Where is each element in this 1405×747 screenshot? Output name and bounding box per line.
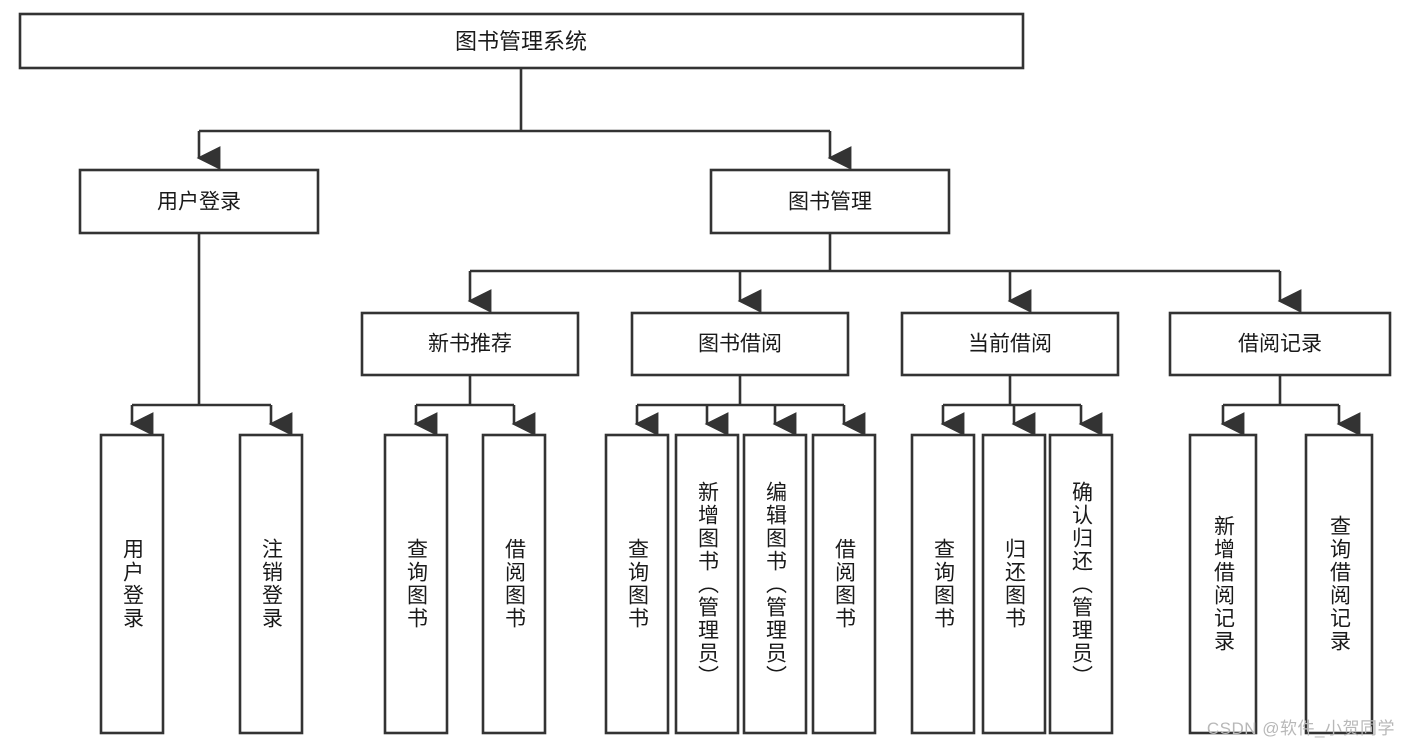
- node-root-label: 图书管理系统: [455, 29, 587, 54]
- node-user-login-label: 用户登录: [157, 191, 241, 214]
- leaf-box-query-book-2[interactable]: [604, 433, 670, 735]
- leaf-box-query-book-1[interactable]: [383, 433, 449, 735]
- leaf-box-return-book[interactable]: [981, 433, 1047, 735]
- leaf-box-logout[interactable]: [238, 433, 304, 735]
- leaf-box-query-record[interactable]: [1304, 433, 1374, 735]
- leaf-box-borrow-book-2[interactable]: [811, 433, 877, 735]
- leaf-box-borrow-book-1[interactable]: [481, 433, 547, 735]
- node-root-box[interactable]: [18, 12, 1025, 70]
- node-current-borrow-box[interactable]: [900, 311, 1120, 377]
- node-new-book-recommend-box[interactable]: [360, 311, 580, 377]
- node-new-book-recommend-label: 新书推荐: [428, 333, 512, 356]
- node-book-borrow-box[interactable]: [630, 311, 850, 377]
- leaf-box-add-book[interactable]: [674, 433, 740, 735]
- watermark-text: CSDN @软件_小贺同学: [1206, 719, 1395, 738]
- node-new-book-recommend[interactable]: 新书推荐: [360, 311, 580, 377]
- node-book-borrow[interactable]: 图书借阅: [630, 311, 850, 377]
- node-borrow-record-label: 借阅记录: [1238, 333, 1322, 356]
- node-book-manage-box[interactable]: [709, 168, 951, 235]
- node-book-manage[interactable]: 图书管理: [709, 168, 951, 235]
- leaf-box-query-book-3[interactable]: [910, 433, 976, 735]
- leaf-box-edit-book[interactable]: [742, 433, 808, 735]
- leaf-box-user-login[interactable]: [99, 433, 165, 735]
- node-book-manage-label: 图书管理: [788, 191, 872, 214]
- leaf-box-confirm-return[interactable]: [1048, 433, 1114, 735]
- leaf-box-add-record[interactable]: [1188, 433, 1258, 735]
- node-current-borrow[interactable]: 当前借阅: [900, 311, 1120, 377]
- node-user-login[interactable]: 用户登录: [78, 168, 320, 235]
- node-book-borrow-label: 图书借阅: [698, 333, 782, 356]
- node-borrow-record[interactable]: 借阅记录: [1168, 311, 1392, 377]
- node-borrow-record-box[interactable]: [1168, 311, 1392, 377]
- node-current-borrow-label: 当前借阅: [968, 333, 1052, 356]
- node-root[interactable]: 图书管理系统: [18, 12, 1025, 70]
